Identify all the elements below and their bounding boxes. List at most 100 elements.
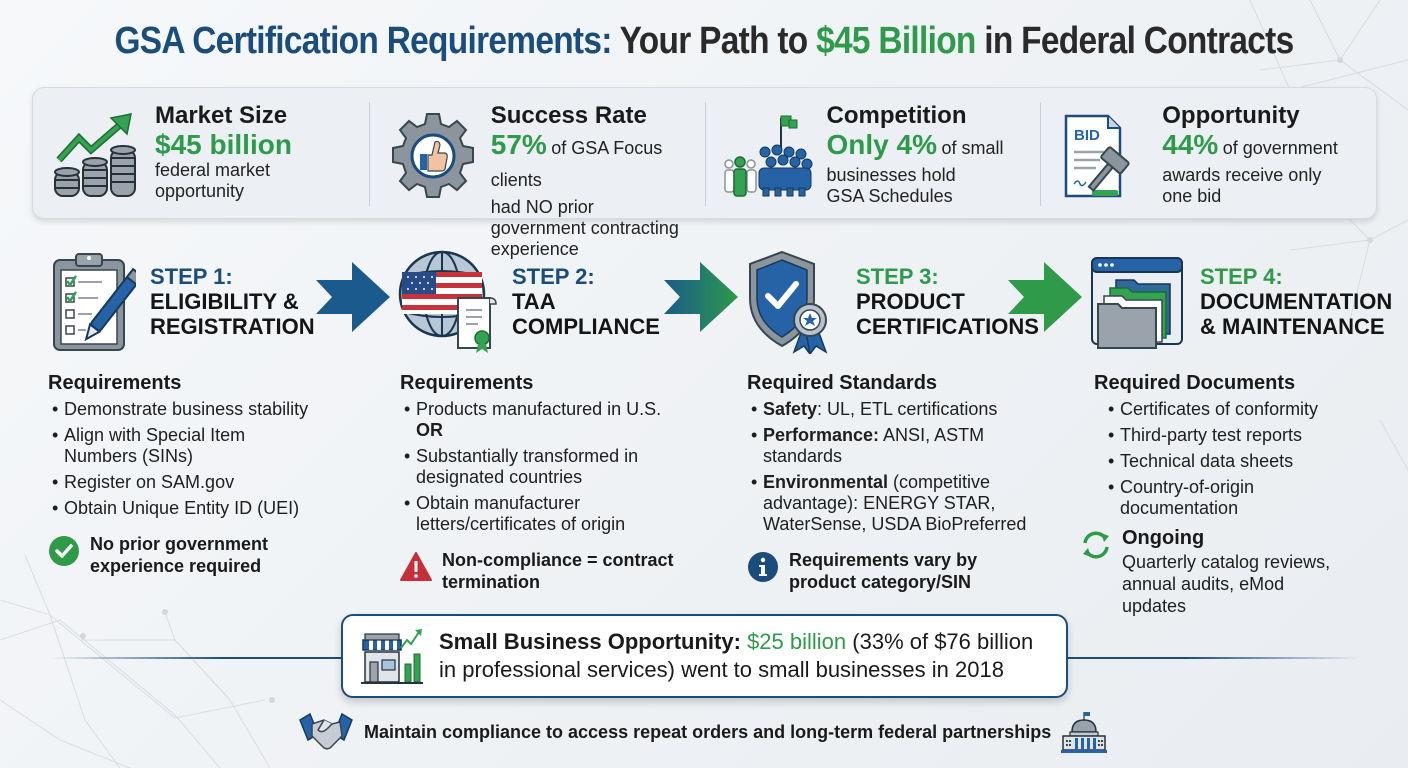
requirements-list: Products manufactured in U.S. OR Substan…: [400, 399, 720, 535]
list-item: Technical data sheets: [1104, 451, 1384, 472]
clipboard-checklist-icon: [53, 253, 136, 351]
stat-description-inline: of small: [941, 138, 1004, 158]
banner-label: Small Business Opportunity:: [439, 629, 741, 654]
list-item: Demonstrate business stability: [48, 399, 348, 420]
step-title-line-2: COMPLIANCE: [512, 314, 660, 339]
stat-description-inline: of government: [1222, 138, 1338, 158]
stat-description: awards receive only one bid: [1162, 165, 1322, 206]
note-text: Ongoing: [1122, 527, 1205, 549]
coins-growth-icon: [54, 113, 136, 197]
arrow-right-icon: [316, 262, 390, 332]
requirements-list: Demonstrate business stability Align wit…: [48, 399, 348, 519]
standard-detail: ANSI, ASTM standards: [763, 425, 985, 466]
banner-detail: (33% of $76 billion: [852, 629, 1034, 654]
list-item: Align with Special Item Numbers (SINs): [48, 425, 288, 467]
list-item: Environmental (competitive advantage): E…: [747, 472, 1037, 535]
step-title-block: STEP 4: DOCUMENTATION & MAINTENANCE: [1200, 264, 1392, 339]
list-item: Substantially transformed in designated …: [400, 446, 660, 488]
stat-competition: Competition Only 4% of small businesses …: [704, 88, 1041, 218]
arrow-right-icon: [664, 262, 738, 332]
step-title-line-1: TAA: [512, 289, 556, 314]
stat-success-rate: Success Rate 57% of GSA Focus clients ha…: [368, 88, 705, 259]
title-part-4: in Federal Contracts: [984, 20, 1294, 62]
list-item: Safety: UL, ETL certifications: [747, 399, 1047, 420]
list-item: Third-party test reports: [1104, 425, 1384, 446]
stat-text: Competition Only 4% of small businesses …: [827, 102, 1004, 207]
standards-list: Safety: UL, ETL certifications Performan…: [747, 399, 1047, 535]
note-text: Non-compliance = contract termination: [442, 550, 674, 592]
stat-value: 44%: [1162, 129, 1219, 160]
refresh-cycle-icon: [1083, 531, 1109, 559]
list-item: Products manufactured in U.S.: [400, 399, 720, 420]
stat-opportunity: BID Opportunity 44% of government awards…: [1040, 88, 1376, 218]
section-heading: Requirements: [48, 372, 182, 394]
note-body: Ongoing Quarterly catalog reviews, annua…: [1122, 527, 1352, 617]
step-number: STEP 2:: [512, 264, 595, 289]
shield-badge-icon: [749, 250, 828, 354]
step-4-details: Required Documents Certificates of confo…: [1083, 372, 1384, 617]
stat-text: Market Size $45 billion federal market o…: [155, 102, 292, 202]
step-2-details: Requirements Products manufactured in U.…: [400, 372, 720, 593]
step-1-header: STEP 1: ELIGIBILITY & REGISTRATION: [50, 250, 315, 354]
step-title-line-1: ELIGIBILITY &: [150, 289, 299, 314]
section-heading: Required Standards: [747, 372, 938, 394]
note-callout: No prior government experience required: [48, 533, 348, 577]
note-callout: Requirements vary by product category/SI…: [747, 549, 1047, 593]
section-heading: Required Documents: [1094, 372, 1296, 394]
capitol-building-icon: [1061, 712, 1108, 753]
stat-value: $45 billion: [155, 129, 292, 160]
note-callout: Non-compliance = contract termination: [400, 549, 720, 593]
note-callout: Ongoing Quarterly catalog reviews, annua…: [1080, 527, 1384, 617]
stat-description: had NO prior government contracting expe…: [490, 197, 679, 259]
stat-value: Only 4%: [826, 129, 937, 160]
step-title-block: STEP 3: PRODUCT CERTIFICATIONS: [856, 264, 1039, 339]
banner-text: Small Business Opportunity: $25 billion …: [439, 628, 1033, 684]
step-title-line-2: REGISTRATION: [150, 314, 315, 339]
step-1-details: Requirements Demonstrate business stabil…: [48, 372, 348, 577]
arrow-right-icon: [1008, 262, 1082, 332]
stat-text: Opportunity 44% of government awards rec…: [1162, 102, 1338, 207]
step-4-header: STEP 4: DOCUMENTATION & MAINTENANCE: [1090, 250, 1392, 354]
standard-detail: (competitive advantage): ENERGY STAR, Wa…: [763, 472, 1027, 534]
storefront-growth-icon: [361, 629, 423, 684]
standard-category: Safety: [763, 399, 818, 419]
step-number: STEP 1:: [150, 264, 233, 289]
list-item: Country-of-origin documentation: [1104, 477, 1274, 519]
list-item: Register on SAM.gov: [48, 472, 348, 493]
step-3-details: Required Standards Safety: UL, ETL certi…: [747, 372, 1047, 593]
banner-value: $25 billion: [747, 629, 847, 654]
check-circle-icon: [49, 536, 79, 566]
section-heading: Requirements: [400, 372, 534, 394]
divider-line-right: [1068, 657, 1360, 659]
stat-description: businesses hold GSA Schedules: [826, 165, 956, 206]
footer-text: Maintain compliance to access repeat ord…: [364, 721, 1052, 742]
list-item: Certificates of conformity: [1104, 399, 1384, 420]
standard-category: Environmental: [763, 472, 889, 492]
note-text: No prior government experience required: [90, 534, 269, 576]
step-number: STEP 3:: [856, 264, 939, 289]
stat-description: federal market opportunity: [155, 160, 271, 201]
stat-description-inline: of GSA Focus clients: [490, 138, 663, 190]
step-title-block: STEP 2: TAA COMPLIANCE: [512, 264, 660, 339]
step-number: STEP 4:: [1200, 264, 1283, 289]
stat-market-size: Market Size $45 billion federal market o…: [33, 88, 369, 218]
stat-label: Competition: [826, 102, 967, 129]
title-part-2: Your Path to: [619, 20, 809, 62]
stat-value: 57%: [490, 129, 547, 160]
title-part-1: GSA Certification Requirements:: [114, 20, 612, 62]
step-title-line-2: & MAINTENANCE: [1200, 314, 1385, 339]
stat-text: Success Rate 57% of GSA Focus clients ha…: [491, 102, 705, 260]
step-title-block: STEP 1: ELIGIBILITY & REGISTRATION: [150, 264, 315, 339]
list-item: Obtain Unique Entity ID (UEI): [48, 498, 348, 519]
divider-line-left: [50, 657, 342, 659]
step-title-line-1: DOCUMENTATION: [1200, 289, 1393, 314]
note-text: Requirements vary by product category/SI…: [789, 550, 978, 592]
stat-label: Market Size: [155, 102, 288, 129]
handshake-icon: [299, 712, 353, 750]
step-title-line-1: PRODUCT: [856, 289, 965, 314]
or-label: OR: [416, 420, 443, 440]
small-business-banner: Small Business Opportunity: $25 billion …: [341, 614, 1068, 698]
gear-thumbs-up-icon: [391, 113, 474, 198]
stat-label: Opportunity: [1162, 102, 1300, 129]
